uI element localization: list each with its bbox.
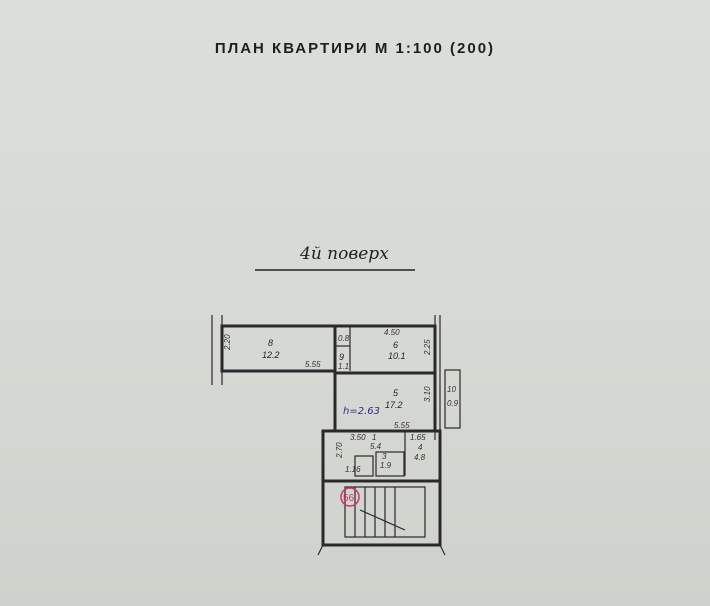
apartment-number: 56	[343, 493, 355, 504]
document-title: ПЛАН КВАРТИРИ М 1:100 (200)	[214, 40, 496, 57]
room-3-number: 3	[382, 452, 387, 461]
dimension: 2.20	[223, 334, 232, 351]
apartment-stamp	[340, 487, 360, 507]
room-9-number: 9	[339, 352, 344, 362]
room-7-area: 0.8	[338, 334, 350, 343]
room-1-area: 5.4	[370, 442, 382, 451]
dimension: 2.25	[423, 339, 432, 356]
walls	[220, 324, 442, 547]
room-4-area: 4.8	[414, 453, 426, 462]
room-5-area: 17.2	[385, 400, 403, 410]
dimension: 1.16	[345, 465, 361, 474]
dimension: 5.55	[394, 421, 410, 430]
room-10-area: 0.9	[447, 399, 459, 408]
dimension: 3.10	[423, 386, 432, 402]
room-9-area: 1.1	[338, 362, 349, 371]
room-8-area: 12.2	[262, 350, 280, 360]
room-1-number: 1	[372, 433, 376, 442]
room-10-number: 10	[447, 385, 456, 394]
dimension: 5.55	[305, 360, 321, 369]
dimension: 2.70	[335, 442, 344, 459]
floor-label: 4й поверх	[300, 244, 389, 264]
inner-lines	[211, 315, 461, 556]
room-8-number: 8	[268, 338, 273, 348]
room-6-number: 6	[393, 340, 398, 350]
dimension: 3.50	[350, 433, 366, 442]
room-5-number: 5	[393, 388, 399, 398]
dimension: 4.50	[384, 328, 400, 337]
ceiling-height: h=2.63	[343, 406, 380, 417]
room-3-area: 1.9	[380, 461, 392, 470]
room-4-number: 4	[418, 443, 423, 452]
room-6-area: 10.1	[388, 351, 406, 361]
dimension: 1.65	[410, 433, 426, 442]
